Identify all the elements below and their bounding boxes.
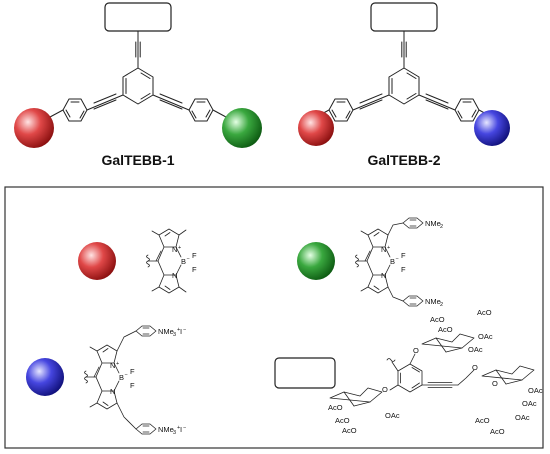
nme3-distyryl-bodipy-structure: NMe 3 + I − NMe 3 + I − N + B − N F F bbox=[84, 325, 186, 436]
atom-o-upper: O bbox=[413, 346, 419, 355]
nme2-lower: NMe bbox=[425, 297, 441, 306]
compound-label-1: GalTEBB-1 bbox=[101, 152, 174, 168]
nme2-lower-sub: 2 bbox=[440, 302, 443, 308]
aco-right-2: AcO bbox=[490, 427, 505, 436]
legend-blue-sphere bbox=[26, 358, 64, 396]
atom-f-1: F bbox=[130, 367, 135, 376]
aco-right-1: AcO bbox=[475, 416, 490, 425]
compound-label-2: GalTEBB-2 bbox=[367, 152, 440, 168]
atom-n-plus-charge: + bbox=[387, 245, 390, 251]
nme3i-upper-charge: + bbox=[177, 327, 180, 333]
aco-upper-1: AcO bbox=[430, 315, 445, 324]
atom-n-plus-charge: + bbox=[116, 361, 119, 367]
legend-green-sphere bbox=[297, 242, 335, 280]
nme3i-lower-i-charge: − bbox=[183, 425, 186, 431]
oac-upper-1: OAc bbox=[478, 332, 493, 341]
aco-upper-2: AcO bbox=[438, 325, 453, 334]
nme2-upper: NMe bbox=[425, 219, 441, 228]
atom-b-minus: B bbox=[390, 257, 395, 266]
nme2-distyryl-bodipy-structure: NMe 2 NMe 2 N + B − N F F bbox=[355, 217, 443, 308]
atom-n-plus: N bbox=[381, 245, 386, 254]
legend-frame bbox=[4, 186, 544, 449]
bodipy-structure: N + B − N F F bbox=[146, 228, 197, 294]
atom-n: N bbox=[110, 387, 115, 396]
atom-b-minus-charge: − bbox=[396, 257, 399, 263]
nme3i-upper: NMe bbox=[158, 327, 174, 336]
nme2-upper-sub: 2 bbox=[440, 224, 443, 230]
atom-o-lower: O bbox=[382, 385, 388, 394]
atom-f-1: F bbox=[192, 251, 197, 260]
oac-right-2: OAc bbox=[515, 413, 530, 422]
oac-right-1: OAc bbox=[528, 386, 543, 395]
atom-n-plus: N bbox=[110, 361, 115, 370]
atom-b-minus-charge: − bbox=[125, 373, 128, 379]
atom-f-2: F bbox=[401, 265, 406, 274]
atom-n-plus-charge: + bbox=[178, 245, 181, 251]
green-dye-sphere bbox=[222, 108, 262, 148]
aco-lower-2: AcO bbox=[335, 416, 350, 425]
oac-upper-2: OAc bbox=[468, 345, 483, 354]
oac-right-3: OAc bbox=[522, 399, 537, 408]
aco-upper-3: AcO bbox=[477, 308, 492, 317]
atom-n-plus: N bbox=[172, 245, 177, 254]
nme3i-upper-i: I bbox=[180, 327, 182, 336]
atom-b-minus-charge: − bbox=[187, 257, 190, 263]
legend-red-sphere bbox=[78, 242, 116, 280]
atom-f-2: F bbox=[192, 265, 197, 274]
atom-n: N bbox=[172, 271, 177, 280]
atom-f-2: F bbox=[130, 381, 135, 390]
red-dye-sphere bbox=[14, 108, 54, 148]
atom-b-minus: B bbox=[181, 257, 186, 266]
nme3i-lower-sub: 3 bbox=[173, 430, 176, 436]
nme3i-upper-sub: 3 bbox=[173, 332, 176, 338]
oac-lower-1: OAc bbox=[385, 411, 400, 420]
galtebb-2-structure bbox=[298, 2, 510, 146]
atom-o-ring: O bbox=[492, 379, 498, 388]
nme3i-upper-i-charge: − bbox=[183, 327, 186, 333]
atom-f-1: F bbox=[401, 251, 406, 260]
aco-lower-3: AcO bbox=[342, 426, 357, 435]
nme3i-lower-i: I bbox=[180, 425, 182, 434]
galactosyl-aryl-structure: O AcO AcO OAc OAc AcO O AcO AcO AcO OAc … bbox=[328, 308, 543, 436]
aco-lower-1: AcO bbox=[328, 403, 343, 412]
nme3i-lower: NMe bbox=[158, 425, 174, 434]
nme3i-lower-charge: + bbox=[177, 425, 180, 431]
red-dye-sphere bbox=[298, 110, 334, 146]
atom-n: N bbox=[381, 271, 386, 280]
legend-rounded-box bbox=[274, 357, 336, 389]
atom-o-propargyl: O bbox=[472, 363, 478, 372]
atom-b-minus: B bbox=[119, 373, 124, 382]
galtebb-1-structure bbox=[14, 2, 262, 148]
blue-dye-sphere bbox=[474, 110, 510, 146]
